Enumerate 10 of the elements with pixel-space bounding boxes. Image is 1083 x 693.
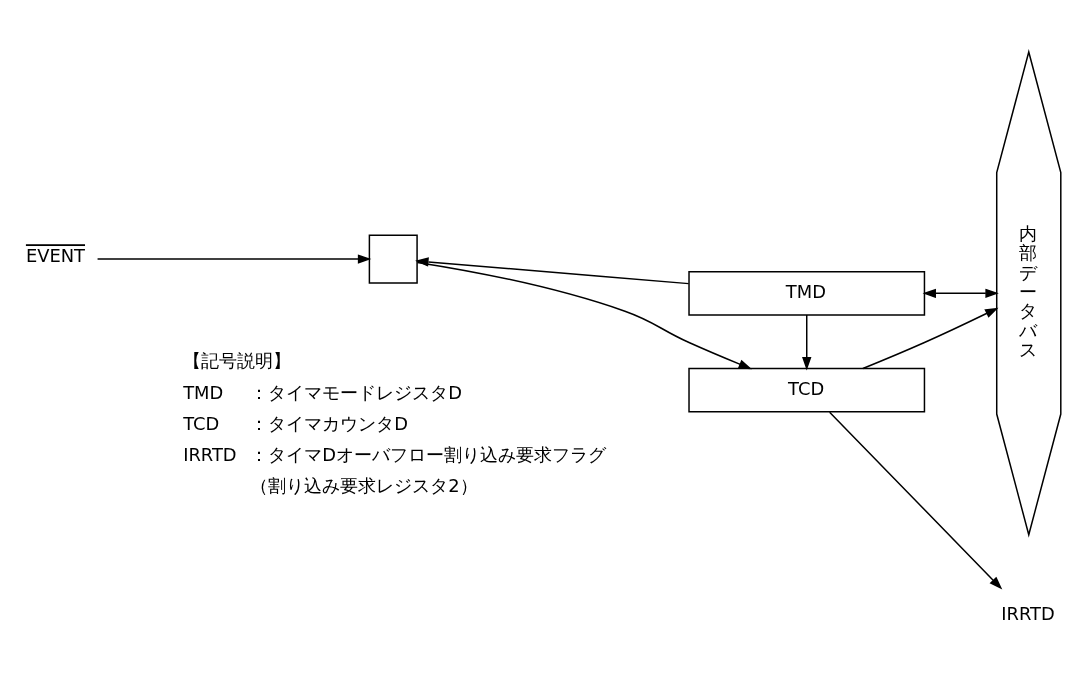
node-text: IRRTD (1001, 602, 1055, 624)
label: 【記号説明】 (183, 349, 292, 371)
label: ：タイマDオーバフロー割り込み要求フラグ (250, 443, 606, 465)
label: ：タイマモードレジスタD (250, 381, 462, 403)
label: TCD (183, 412, 220, 434)
label: IRRTD (183, 443, 237, 465)
label: （割り込み要求レジスタ2） (250, 474, 478, 496)
node-text: EVENT (25, 244, 86, 266)
label: ：タイマカウンタD (250, 412, 408, 434)
label: TMD (183, 381, 224, 403)
